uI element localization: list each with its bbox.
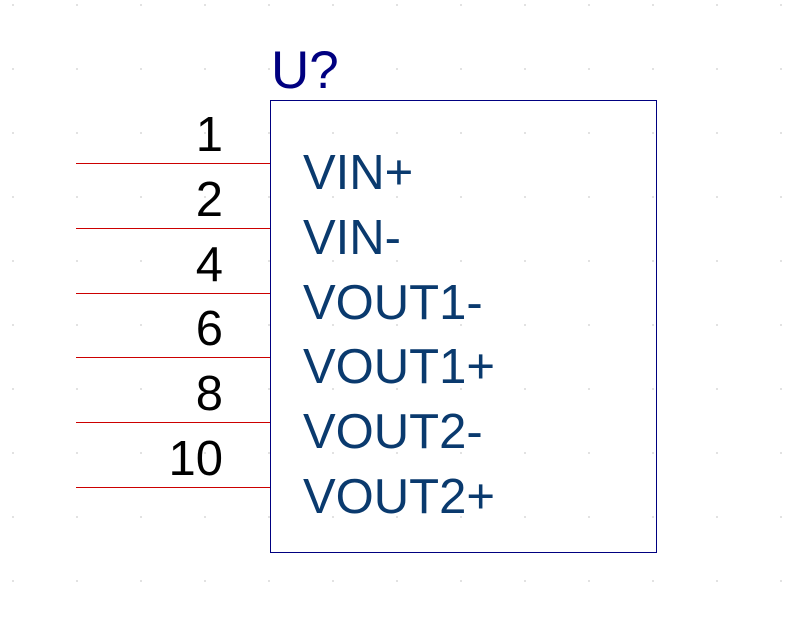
pin-name-6: VOUT1+ [303, 340, 495, 394]
pin-name-8: VOUT2- [303, 405, 483, 459]
pin-line-2[interactable] [76, 228, 270, 229]
pin-number-4: 4 [195, 238, 223, 292]
pin-line-4[interactable] [76, 293, 270, 294]
pin-number-2: 2 [195, 173, 223, 227]
pin-number-6: 6 [195, 302, 223, 356]
component-designator[interactable]: U? [271, 41, 339, 100]
pin-line-6[interactable] [76, 357, 270, 358]
pin-line-8[interactable] [76, 422, 270, 423]
pin-line-1[interactable] [76, 163, 270, 164]
pin-number-1: 1 [195, 108, 223, 162]
pin-name-1: VIN+ [303, 146, 414, 200]
component-body[interactable] [270, 100, 657, 553]
pin-number-8: 8 [195, 367, 223, 421]
pin-name-10: VOUT2+ [303, 470, 495, 524]
pin-name-2: VIN- [303, 211, 401, 265]
pin-number-10: 10 [168, 432, 223, 486]
pin-name-4: VOUT1- [303, 276, 483, 330]
pin-line-10[interactable] [76, 487, 270, 488]
